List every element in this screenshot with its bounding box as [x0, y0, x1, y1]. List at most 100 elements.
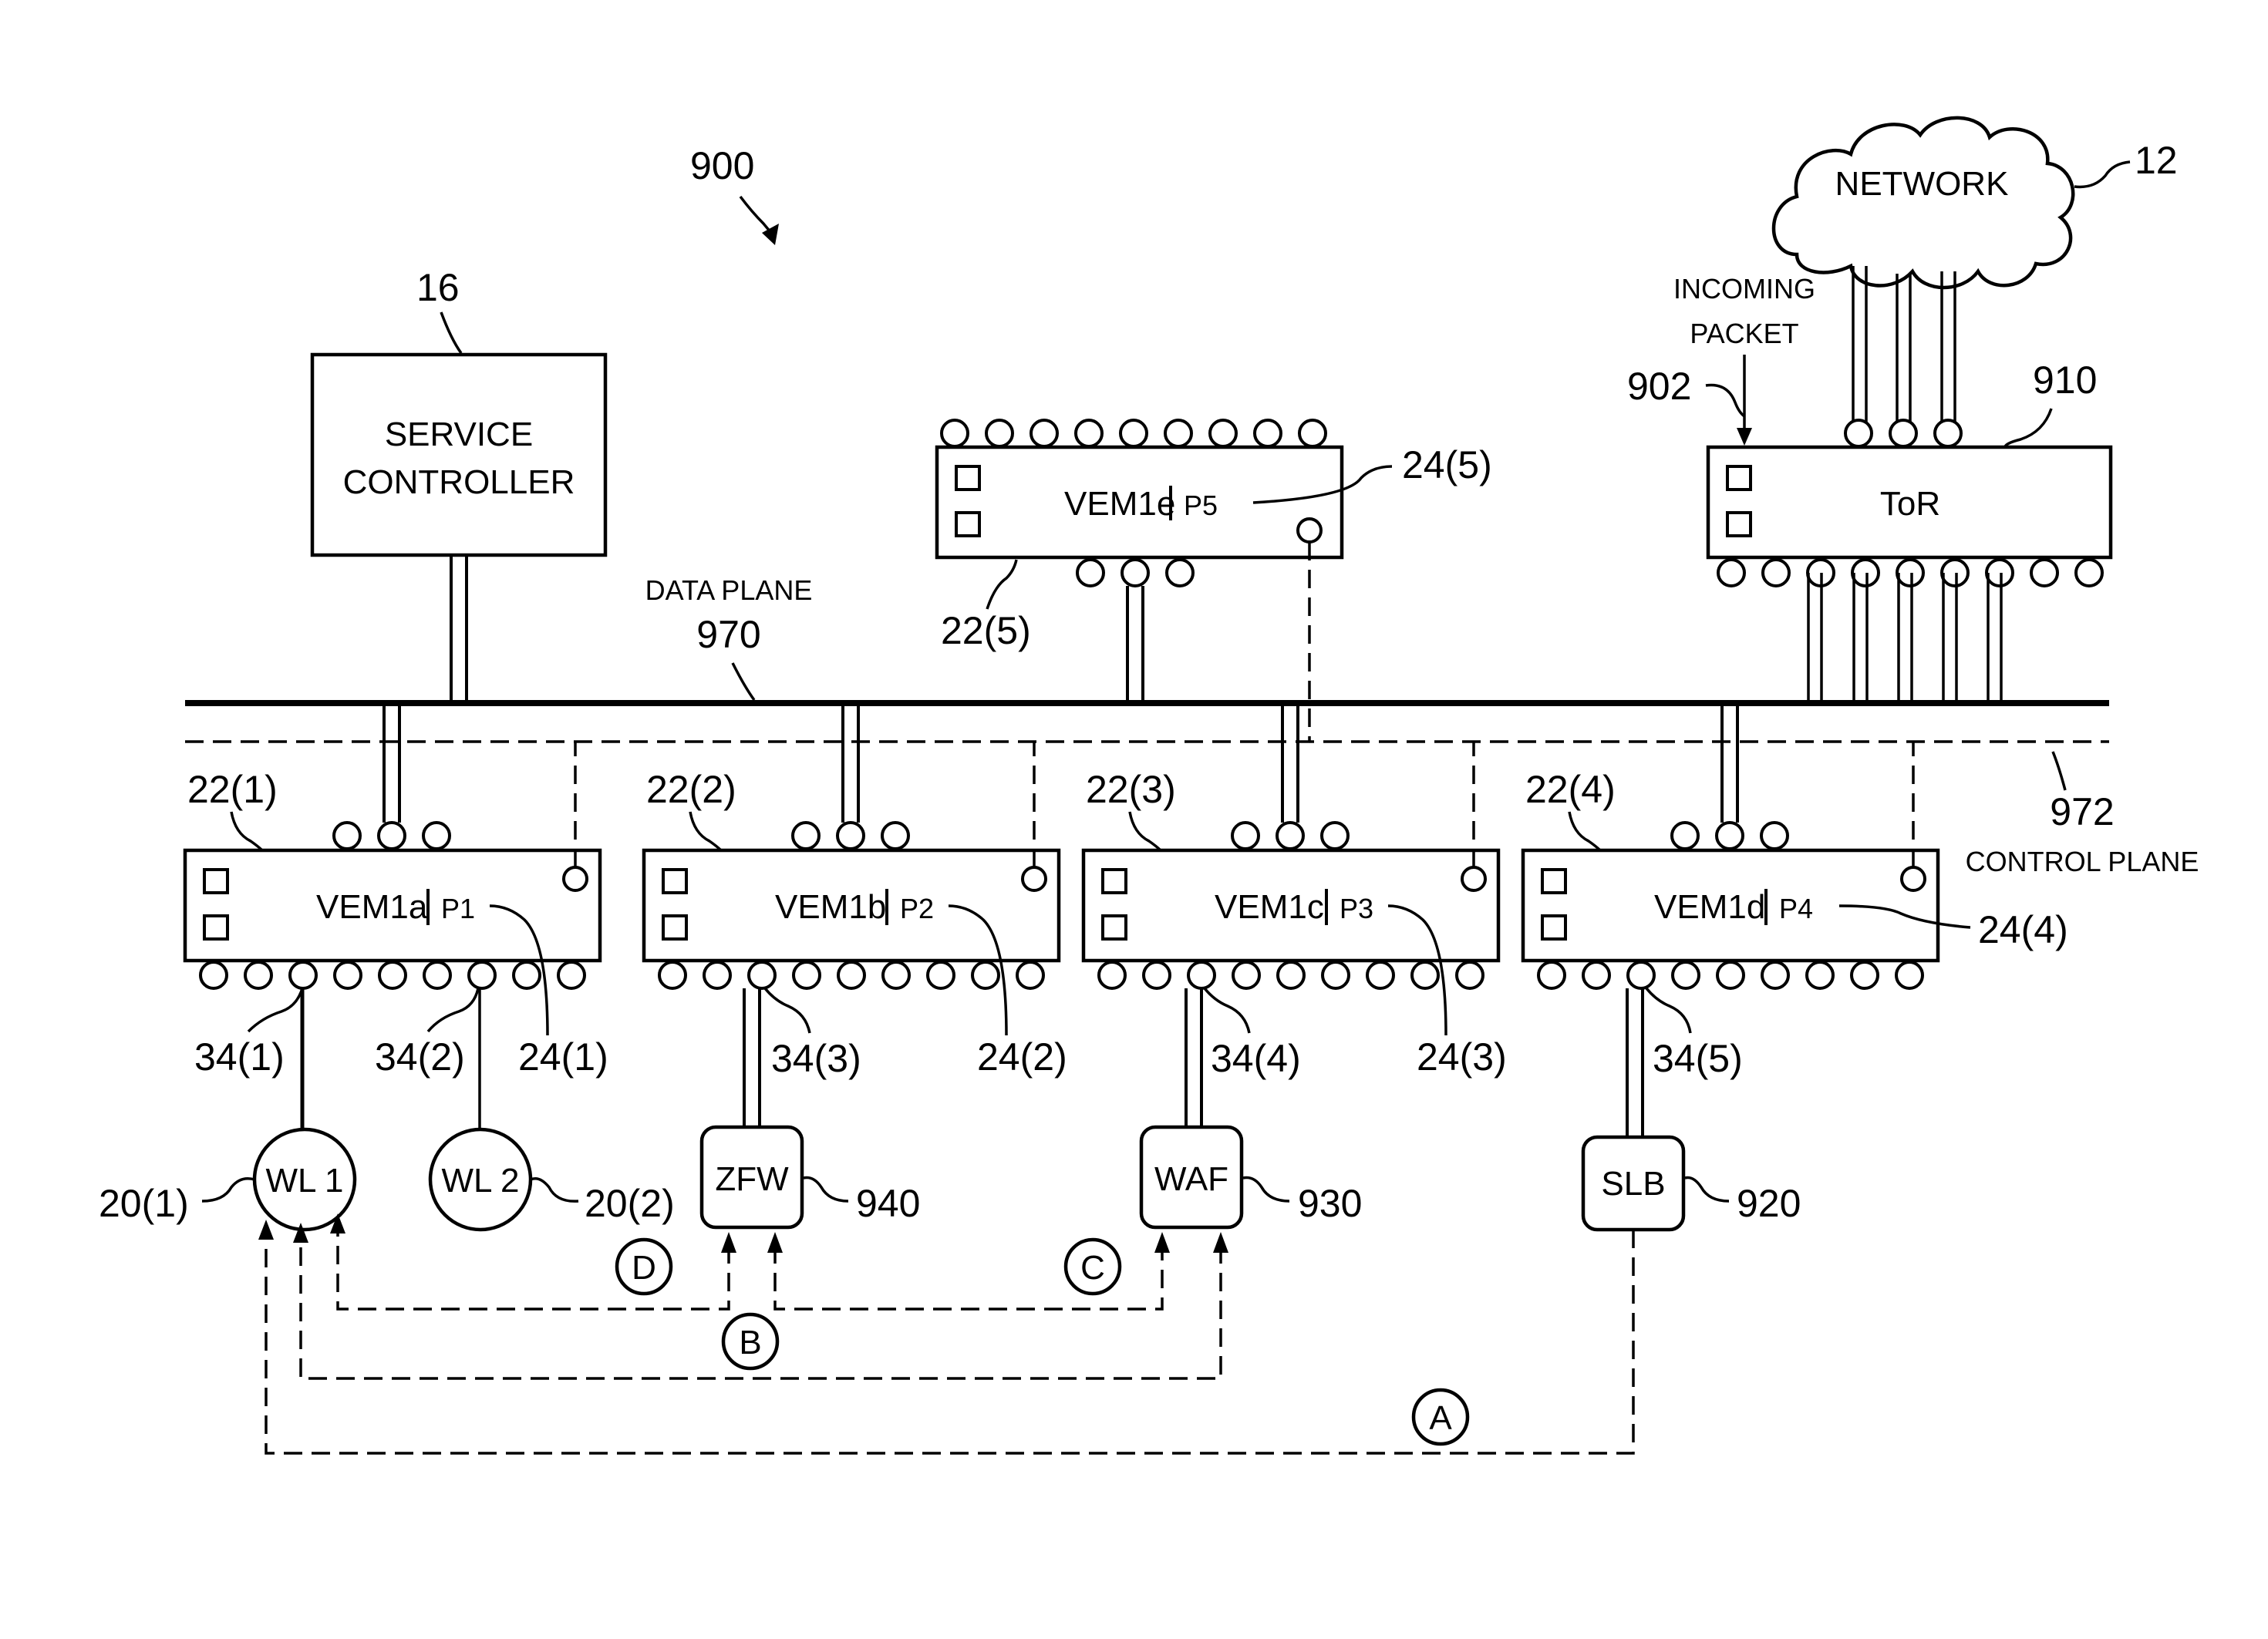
service-ref: 930 [1298, 1182, 1362, 1225]
control-plane-ref: 972 [2050, 790, 2114, 833]
vem-indicator [1542, 870, 1565, 893]
incoming-packet-arrowhead [1737, 428, 1752, 446]
data-plane-ref-leader [733, 663, 754, 700]
vem-agent-ref: 24(1) [518, 1035, 608, 1079]
vem-e-agent [1298, 519, 1321, 542]
service-zfw: ZFW [702, 1127, 802, 1227]
vem-uplink-port [1672, 823, 1698, 849]
tor-port [1718, 560, 1744, 586]
vem-port [1188, 962, 1215, 988]
service-controller-ref: 16 [416, 266, 460, 309]
vem-port [1807, 962, 1833, 988]
service-controller-line1: SERVICE [385, 416, 533, 453]
vem-e-name: VEM1e [1064, 485, 1175, 523]
incoming-packet-ref-leader [1706, 385, 1744, 416]
vem-ref-leader [1130, 812, 1161, 850]
tor-downlinks [1808, 573, 2001, 702]
flow-marker-b: B [723, 1314, 777, 1368]
vem-uplink-port [1761, 823, 1788, 849]
vem-agent [564, 867, 587, 890]
vem-policy: P3 [1340, 893, 1373, 924]
svg-text:B: B [739, 1324, 761, 1361]
vem-indicator [1103, 916, 1126, 939]
vem-indicator [204, 870, 227, 893]
vem-e-port [1167, 560, 1193, 586]
vem-port [424, 962, 450, 988]
vem-e-port [986, 420, 1013, 446]
vem-port [749, 962, 775, 988]
vem-ref: 22(4) [1525, 768, 1616, 811]
flow-marker-d: D [617, 1240, 671, 1294]
vem-port [1099, 962, 1125, 988]
vem-agent-ref: 24(3) [1417, 1035, 1507, 1079]
vem-uplink-port [423, 823, 450, 849]
vem-ref: 22(1) [187, 768, 278, 811]
port-ref-leader [1205, 988, 1249, 1033]
vem-e-top-port-row [942, 420, 1326, 446]
tor-indicator [1727, 466, 1751, 490]
vem-e-port [942, 420, 968, 446]
workload-ref-leader [531, 1179, 578, 1201]
vem-box: VEM1aP122(1)24(1) [185, 703, 608, 1079]
vem-e-port [1165, 420, 1191, 446]
vem-e-port [1076, 420, 1102, 446]
vem-e-ref-vem-leader [987, 560, 1016, 609]
control-plane-ref-leader [2053, 752, 2065, 790]
workload-wl1: WL 1 [254, 1129, 355, 1230]
vem-e-box: VEM1e P5 [937, 447, 1342, 557]
tor-uplink-port [1935, 420, 1961, 446]
vem-policy: P2 [900, 893, 934, 924]
workload-ref: 20(1) [99, 1182, 189, 1225]
vem-e-port [1077, 560, 1104, 586]
workload-wl2: WL 2 [430, 1129, 531, 1230]
vem-port [558, 962, 585, 988]
vem-port [245, 962, 271, 988]
flow-marker-c: C [1066, 1240, 1120, 1294]
vem-name: VEM1c [1215, 888, 1324, 926]
service-waf: WAF [1141, 1127, 1242, 1227]
network-uplinks [1853, 266, 1955, 426]
svg-text:A: A [1429, 1399, 1452, 1437]
vem-e-port [1255, 420, 1281, 446]
figure-ref: 900 [690, 144, 754, 187]
svg-text:D: D [632, 1249, 656, 1287]
service-controller-line2: CONTROLLER [343, 463, 575, 501]
workload-ref-leader [202, 1179, 254, 1201]
tor-port [1987, 560, 2013, 586]
workload-label: WL 2 [441, 1162, 519, 1200]
vem-port [1583, 962, 1609, 988]
incoming-packet-line1: INCOMING [1673, 273, 1815, 305]
vem-uplink-port [882, 823, 908, 849]
vem-port [1852, 962, 1878, 988]
vem-indicator [1542, 916, 1565, 939]
vem-port [379, 962, 406, 988]
vem-agent-ref: 24(4) [1978, 908, 2068, 951]
vem-port [928, 962, 954, 988]
tor-indicator [1727, 513, 1751, 536]
vem-port [1538, 962, 1565, 988]
vem-e-port [1121, 420, 1147, 446]
service-ref-leader [1685, 1178, 1729, 1202]
svg-text:C: C [1080, 1249, 1105, 1287]
workload-label: WL 1 [265, 1162, 343, 1200]
incoming-packet-ref: 902 [1627, 365, 1691, 408]
tor-port [2076, 560, 2102, 586]
port-ref: 34(3) [771, 1037, 861, 1080]
vem-e-port [1031, 420, 1057, 446]
vem-box: VEM1cP322(3)24(3) [1083, 703, 1507, 1079]
vem-port [1412, 962, 1438, 988]
vem-port [1323, 962, 1349, 988]
vem-e-bottom-port-row [1077, 560, 1193, 586]
vem-e-indicator [956, 466, 979, 490]
service-controller-ref-leader [441, 312, 461, 353]
vem-port [469, 962, 495, 988]
vem-policy: P4 [1779, 893, 1813, 924]
vem-port [1278, 962, 1304, 988]
tor-label: ToR [1880, 485, 1940, 523]
port-ref-leader [428, 988, 478, 1032]
vem-agent [1902, 867, 1925, 890]
vem-uplink-port [379, 823, 405, 849]
port-ref: 34(2) [375, 1035, 465, 1079]
service-slb: SLB [1583, 1137, 1683, 1230]
